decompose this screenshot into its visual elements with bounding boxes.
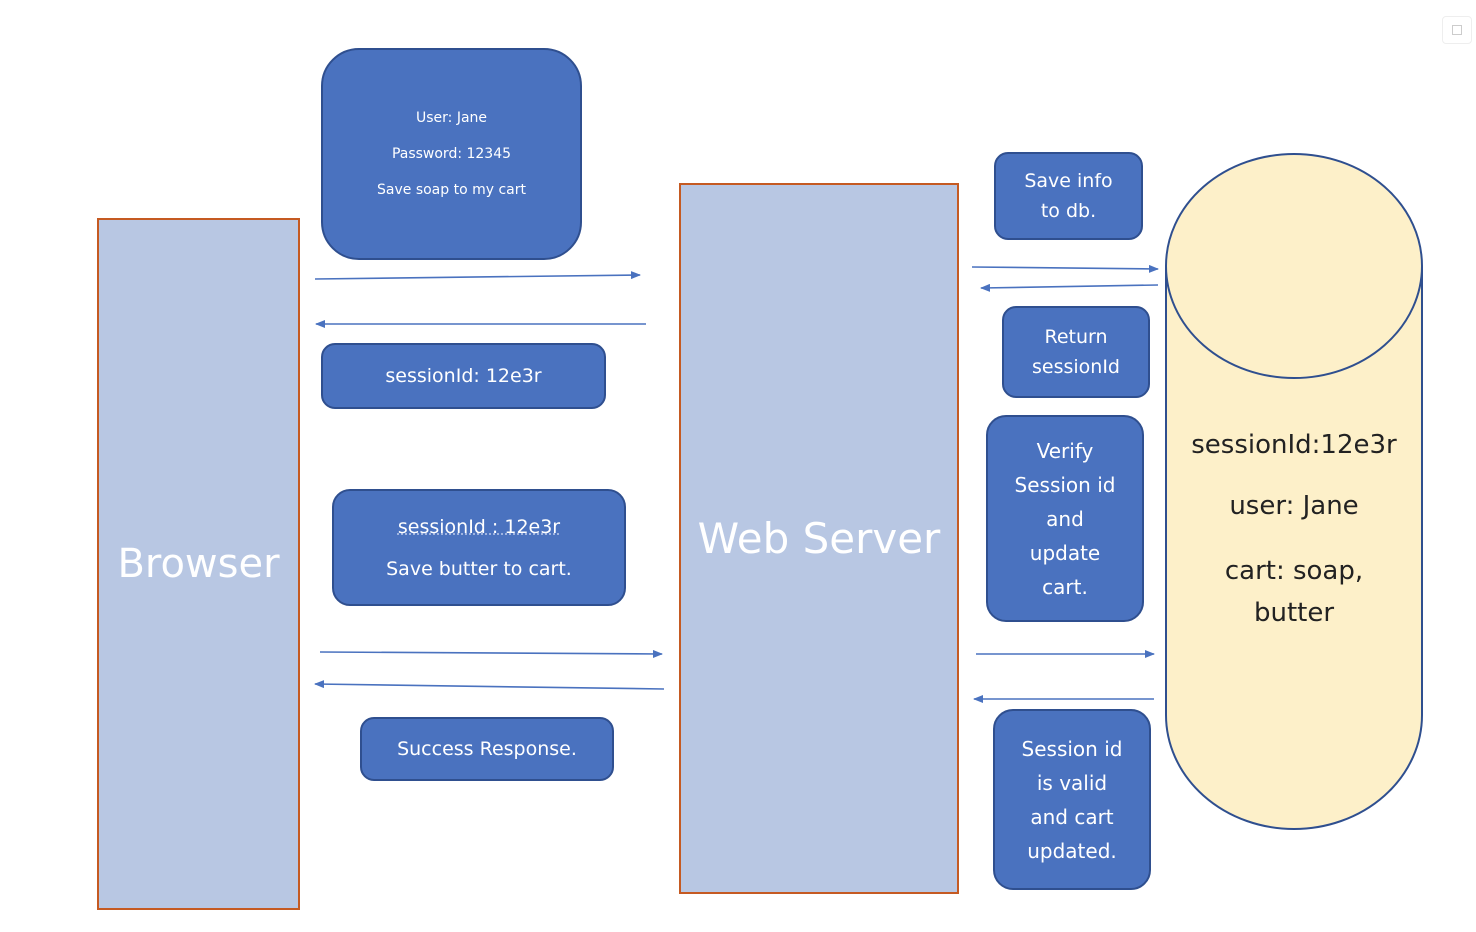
arrow-add-butter-request — [319, 649, 663, 658]
browser-lifeline: Browser — [97, 218, 300, 910]
verify-line-5: cart. — [1042, 574, 1088, 599]
return-session-note: Return sessionId — [1002, 306, 1150, 398]
session-valid-note: Session id is valid and cart updated. — [993, 709, 1151, 890]
verify-session-note: Verify Session id and update cart. — [986, 415, 1144, 622]
arrow-success-response — [314, 680, 665, 690]
login-action-text: Save soap to my cart — [377, 182, 526, 198]
db-cart-line-1: cart: soap, — [1224, 556, 1364, 586]
login-password-text: Password: 12345 — [391, 146, 512, 162]
verify-line-3: and — [1046, 506, 1084, 531]
success-response-message: Success Response. — [360, 717, 614, 781]
add-butter-request-message: sessionId : 12e3r Save butter to cart. — [332, 489, 626, 606]
success-text: Success Response. — [397, 738, 577, 760]
db-session-id: sessionId:12e3r — [1191, 430, 1397, 460]
butter-session-id-text: sessionId : 12e3r — [397, 515, 561, 538]
verify-line-4: update — [1029, 540, 1101, 565]
valid-line-1: Session id — [1021, 736, 1123, 761]
login-request-message: User: Jane Password: 12345 Save soap to … — [321, 48, 582, 260]
butter-action-text: Save butter to cart. — [386, 557, 572, 580]
browser-label: Browser — [117, 541, 280, 587]
verify-line-1: Verify — [1036, 438, 1094, 463]
web-server-lifeline: Web Server — [679, 183, 959, 894]
save-info-line-1: Save info — [1024, 170, 1113, 192]
save-info-note: Save info to db. — [994, 152, 1143, 240]
return-session-line-2: sessionId — [1032, 356, 1120, 378]
valid-line-3: and cart — [1030, 804, 1114, 829]
web-server-label: Web Server — [697, 514, 941, 563]
arrow-save-to-db — [971, 264, 1159, 273]
db-user: user: Jane — [1229, 491, 1359, 521]
valid-line-4: updated. — [1027, 838, 1117, 863]
valid-line-2: is valid — [1036, 770, 1108, 795]
verify-line-2: Session id — [1014, 472, 1116, 497]
login-user-text: User: Jane — [415, 110, 488, 126]
database-record: sessionId:12e3r user: Jane cart: soap, b… — [1166, 430, 1422, 634]
save-info-line-2: to db. — [1040, 200, 1097, 222]
session-id-text: sessionId: 12e3r — [385, 365, 542, 387]
expand-icon[interactable] — [1442, 16, 1472, 44]
session-id-response-message: sessionId: 12e3r — [321, 343, 606, 409]
database-cylinder — [1165, 153, 1423, 830]
return-session-line-1: Return — [1044, 326, 1108, 348]
arrow-login-request — [314, 271, 641, 280]
expand-icon-glyph — [1452, 25, 1462, 35]
db-cart-line-2: butter — [1253, 598, 1335, 628]
arrow-return-session-id — [980, 283, 1159, 292]
